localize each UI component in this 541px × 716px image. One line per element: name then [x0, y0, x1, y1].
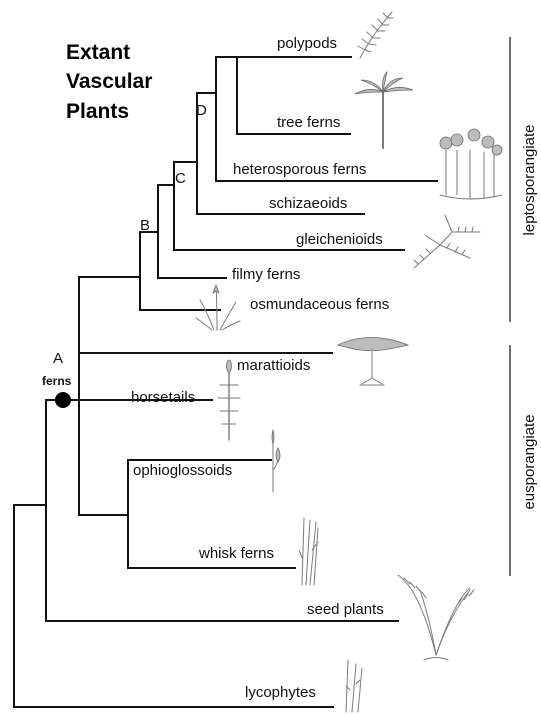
node-a-dot — [55, 392, 71, 408]
group-label-leptosporangiate: leptosporangiate — [521, 125, 538, 236]
taxon-schizaeoids: schizaeoids — [269, 195, 347, 212]
taxon-heterosporous-ferns: heterosporous ferns — [233, 161, 366, 178]
node-label-d: D — [196, 102, 207, 119]
node-label-ferns: ferns — [42, 374, 72, 388]
node-label-a: A — [53, 350, 63, 367]
branch-vascular — [46, 400, 398, 621]
diagram-title: Extant Vascular Plants — [66, 41, 152, 123]
node-label-c: C — [175, 170, 186, 187]
polypod-illustration — [358, 12, 393, 58]
node-label-b: B — [140, 217, 150, 234]
taxon-osmundaceous-ferns: osmundaceous ferns — [250, 296, 389, 313]
title-line-3: Plants — [66, 100, 129, 123]
gleichenioid-illustration — [414, 215, 480, 268]
branch-lepto — [140, 232, 220, 310]
taxon-lycophytes: lycophytes — [245, 684, 316, 701]
group-brackets: leptosporangiate eusporangiate — [510, 37, 538, 576]
taxon-gleichenioids: gleichenioids — [296, 231, 383, 248]
seed-plant-illustration — [398, 575, 474, 660]
taxon-seed-plants: seed plants — [307, 601, 384, 618]
branch-node-b — [158, 185, 226, 278]
title-line-1: Extant — [66, 41, 130, 64]
taxon-tree-ferns: tree ferns — [277, 114, 340, 131]
tree-fern-illustration — [355, 72, 413, 148]
osmundaceous-fern-illustration — [196, 285, 240, 330]
taxon-filmy-ferns: filmy ferns — [232, 266, 300, 283]
taxon-horsetails: horsetails — [131, 389, 195, 406]
title-line-2: Vascular — [66, 70, 152, 93]
taxon-polypods: polypods — [277, 35, 337, 52]
node-labels: A ferns B C D — [42, 102, 207, 388]
taxon-whisk-ferns: whisk ferns — [198, 545, 274, 562]
heterosporous-fern-illustration — [440, 129, 502, 199]
group-label-eusporangiate: eusporangiate — [521, 414, 538, 509]
ophioglossoid-illustration — [272, 430, 280, 492]
taxon-marattioids: marattioids — [237, 357, 310, 374]
lycophyte-illustration — [346, 660, 362, 712]
taxon-ophioglossoids: ophioglossoids — [133, 462, 232, 479]
branch-root — [14, 505, 333, 707]
marattioid-illustration — [338, 338, 408, 386]
whisk-fern-illustration — [299, 518, 318, 585]
